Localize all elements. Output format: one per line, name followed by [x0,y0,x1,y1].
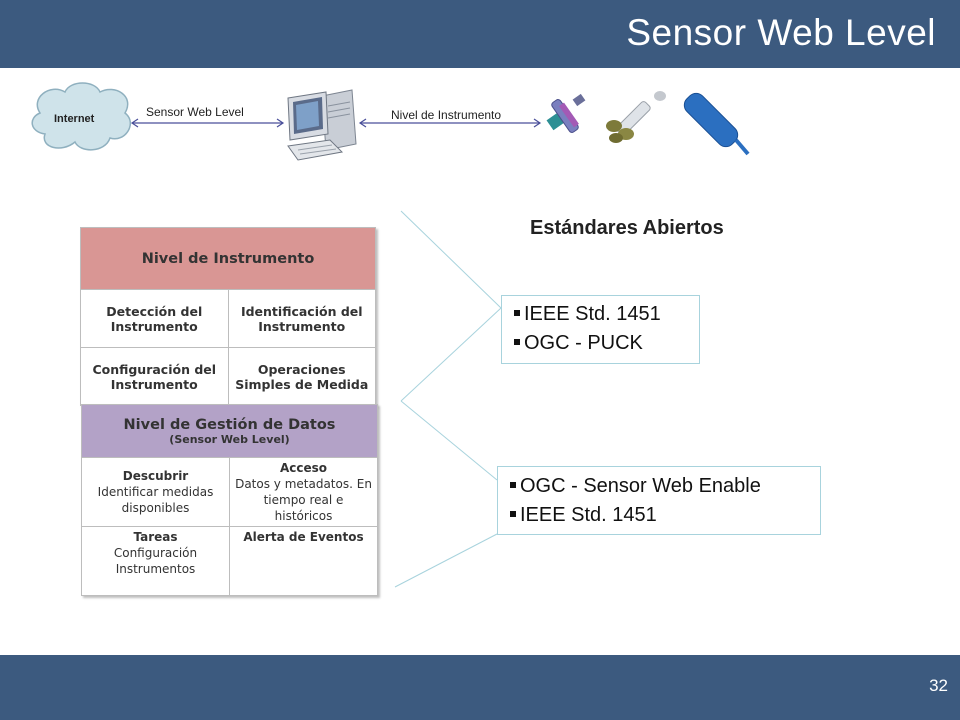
internet-label: Internet [54,113,95,125]
acceso-text: Datos y metadatos. En tiempo real e hist… [235,477,372,523]
data-table-title: Nivel de Gestión de Datos [123,416,336,433]
list-item: OGC - PUCK [514,329,699,358]
instrument-sensor-icon [546,93,586,133]
descubrir-title: Descubrir [122,469,189,483]
internet-cloud-icon [31,82,131,151]
title-bar: Sensor Web Level [0,0,960,68]
instrument-link-arrow [358,118,542,128]
descubrir-cell: Descubrir Identificar medidas disponible… [81,457,230,527]
tareas-text: Configuración Instrumentos [113,546,198,576]
descubrir-text: Identificar medidas disponibles [97,485,214,515]
computer-icon [287,89,357,161]
data-table-header: Nivel de Gestión de Datos (Sensor Web Le… [81,404,378,458]
data-table-subtitle: (Sensor Web Level) [169,432,290,446]
standard-label: IEEE Std. 1451 [520,504,657,526]
acceso-title: Acceso [279,461,328,475]
tareas-title: Tareas [133,530,178,544]
bullet-icon [514,338,520,345]
instrument-table-cell: Detección del Instrumento [80,289,229,348]
instrument-probe-icon [606,91,666,143]
alerta-cell: Alerta de Eventos [229,526,378,596]
instrument-table-cell: Identificación del Instrumento [227,289,376,348]
network-diagram: Internet Sensor Web Level Nivel de Instr… [0,68,960,655]
bullet-icon [510,481,516,488]
instrument-table-cell: Configuración del Instrumento [80,347,229,406]
acceso-cell: Acceso Datos y metadatos. En tiempo real… [229,457,378,527]
standard-label: OGC - PUCK [524,332,643,354]
standards-title: Estándares Abiertos [530,217,724,239]
sensor-web-link-label: Sensor Web Level [146,105,244,119]
instrument-table-cell: Operaciones Simples de Medida [227,347,376,406]
alerta-title: Alerta de Eventos [243,530,364,544]
standard-label: OGC - Sensor Web Enable [520,475,761,497]
instrument-cylinder-icon [683,92,750,156]
callout-lines [394,210,502,588]
standard-label: IEEE Std. 1451 [524,303,661,325]
diagram-graphics [31,82,750,588]
footer-bar: 32 [0,655,960,720]
list-item: IEEE Std. 1451 [514,300,699,329]
instrument-standards-box: IEEE Std. 1451 OGC - PUCK [501,295,700,364]
instrument-table-header: Nivel de Instrumento [80,227,376,290]
data-standards-box: OGC - Sensor Web Enable IEEE Std. 1451 [497,466,821,535]
list-item: OGC - Sensor Web Enable [510,472,820,501]
sensor-web-link-arrow [130,118,285,128]
tareas-cell: Tareas Configuración Instrumentos [81,526,230,596]
slide-title: Sensor Web Level [626,12,936,53]
bullet-icon [514,309,520,316]
bullet-icon [510,510,516,517]
instrument-level-table: Nivel de Instrumento Detección del Instr… [80,227,376,406]
list-item: IEEE Std. 1451 [510,501,820,530]
data-management-table: Nivel de Gestión de Datos (Sensor Web Le… [81,404,378,596]
instrument-link-label: Nivel de Instrumento [391,108,502,122]
page-number: 32 [929,676,948,695]
